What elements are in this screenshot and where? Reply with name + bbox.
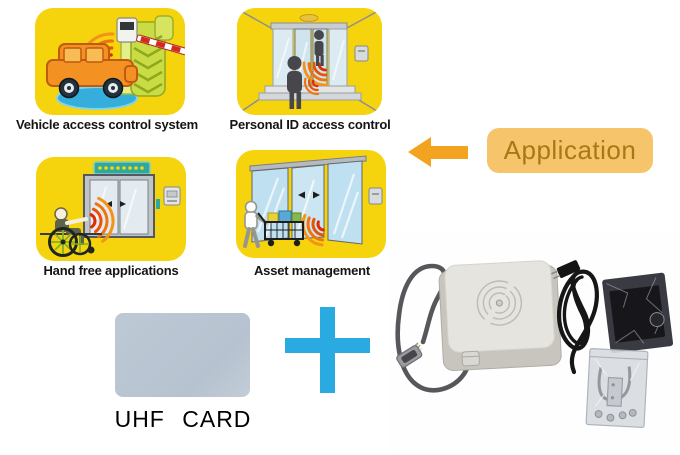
wheelchair-person-icon — [48, 207, 95, 257]
sliding-door-icon — [258, 22, 362, 101]
power-adapter-in-bag — [602, 272, 674, 354]
card-reader-icon — [354, 45, 369, 62]
cart-sliding-door-illustration — [243, 155, 383, 248]
wheelchair-elevator-illustration — [40, 161, 181, 257]
card-reader-icon — [368, 187, 383, 205]
asset-management-tile — [236, 150, 386, 258]
hand-free-caption: Hand free applications — [43, 263, 179, 278]
uhf-reader-antenna — [438, 260, 562, 372]
plus-vertical-bar — [320, 307, 335, 393]
data-cable-with-connector — [395, 263, 472, 393]
sliding-door-icon — [249, 155, 367, 245]
left-arrow-icon — [408, 137, 468, 167]
vehicle-access-caption: Vehicle access control system — [15, 117, 199, 132]
mounting-hardware-bag — [585, 348, 649, 428]
personal-id-caption: Personal ID access control — [229, 117, 391, 132]
personal-id-tile — [237, 8, 382, 115]
signal-arcs-icon — [61, 194, 115, 248]
vehicle-access-tile — [35, 8, 185, 115]
elevator-icon — [83, 161, 160, 238]
door-access-illustration — [238, 9, 381, 114]
application-label-box: Application — [487, 128, 653, 173]
uhf-card-label: UHF CARD — [114, 406, 252, 432]
signal-arcs-icon — [302, 41, 348, 96]
person-with-cart-icon — [243, 200, 304, 248]
hand-free-tile — [36, 157, 186, 261]
product-photo — [390, 230, 680, 455]
person-icon — [287, 30, 324, 109]
asset-management-caption: Asset management — [253, 263, 370, 278]
vehicle-gate-illustration — [46, 15, 185, 110]
application-label: Application — [503, 135, 637, 165]
ceiling-lamp-icon — [299, 14, 319, 22]
reader-kit-photo-illustration — [395, 260, 674, 428]
card-reader-icon — [163, 186, 181, 206]
uhf-card-image — [115, 313, 250, 397]
power-cord — [551, 260, 599, 375]
car-icon — [46, 43, 138, 99]
